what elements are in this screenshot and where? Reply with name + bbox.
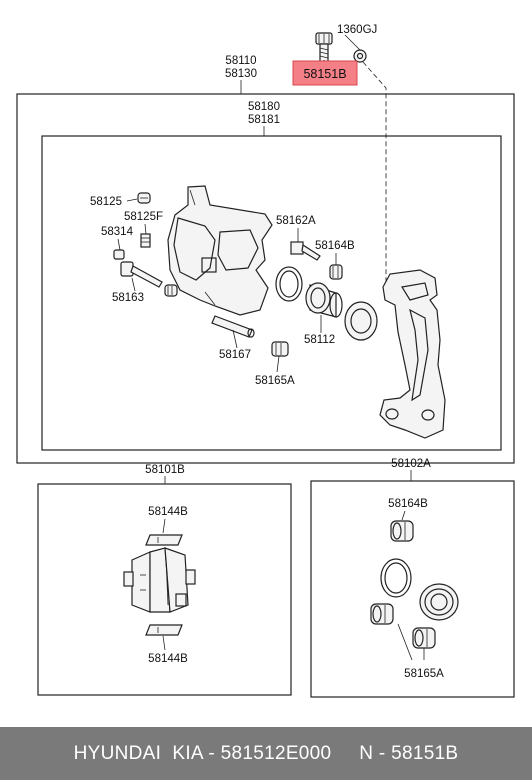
label-58102a: 58102A <box>391 458 431 470</box>
label-58110: 58110 <box>225 55 256 67</box>
guide-pin-58167-icon <box>211 315 255 338</box>
kit-dust-boot-icon <box>419 583 459 621</box>
bleeder-58125f-icon <box>140 233 151 248</box>
kit-seal-ring-icon <box>380 558 412 598</box>
shim-top-icon <box>145 534 183 546</box>
label-58164b: 58164B <box>315 240 355 252</box>
label-58101b: 58101B <box>145 464 185 476</box>
caliper-frame <box>41 135 502 451</box>
label-1360gj: 1360GJ <box>337 24 377 36</box>
label-58130: 58130 <box>225 68 257 80</box>
caliper-housing-icon <box>167 185 273 316</box>
bolt-1360gj-icon <box>315 32 333 63</box>
highlight-callout: 58151B <box>292 60 358 86</box>
boot-58164b-icon <box>329 264 343 280</box>
guide-bolt-58163-icon <box>120 261 163 288</box>
label-58314: 58314 <box>101 226 134 238</box>
footer-part-number: HYUNDAI KIA - 581512E000 N - 58151B <box>73 742 459 764</box>
label-58151b: 58151B <box>303 67 346 81</box>
parts-diagram: 1360GJ 58151B 58110 58130 58180 58181 58… <box>16 24 515 698</box>
caliper-bracket-icon <box>379 269 446 439</box>
kit-boot-small-2-icon <box>412 627 436 649</box>
brake-pads-icon <box>123 547 196 613</box>
label-58163: 58163 <box>112 292 144 304</box>
label-58165a: 58165A <box>255 375 295 387</box>
shim-bottom-icon <box>145 624 183 636</box>
label-58125f: 58125F <box>124 211 163 223</box>
label-kit-58165a: 58165A <box>404 668 444 680</box>
footer-bar: HYUNDAI KIA - 581512E000 N - 58151B <box>0 727 532 780</box>
label-58144b-top: 58144B <box>148 506 188 518</box>
dust-boot-icon <box>344 301 378 341</box>
bleeder-58162a-icon <box>290 241 321 261</box>
boot-58165a-icon <box>271 341 289 357</box>
boot-58163-icon <box>164 284 178 297</box>
label-58181: 58181 <box>248 114 280 126</box>
label-kit-58164b: 58164B <box>388 498 428 510</box>
seal-kit-box <box>310 480 515 698</box>
label-58125: 58125 <box>90 196 122 208</box>
piston-58112-icon <box>305 282 343 318</box>
cap-58125-icon <box>137 192 151 204</box>
kit-boot-small-1-icon <box>370 603 394 625</box>
washer-icon <box>353 49 367 63</box>
label-58144b-bottom: 58144B <box>148 653 188 665</box>
label-58167: 58167 <box>219 349 251 361</box>
piston-seal-icon <box>275 266 303 302</box>
assembly-frame <box>16 93 515 464</box>
label-58162a: 58162A <box>276 215 316 227</box>
kit-boot-58164b-icon <box>390 520 414 542</box>
label-58180: 58180 <box>248 101 280 113</box>
pad-kit-box <box>37 483 292 696</box>
cap-58314-icon <box>113 249 125 260</box>
label-58112: 58112 <box>304 334 335 346</box>
